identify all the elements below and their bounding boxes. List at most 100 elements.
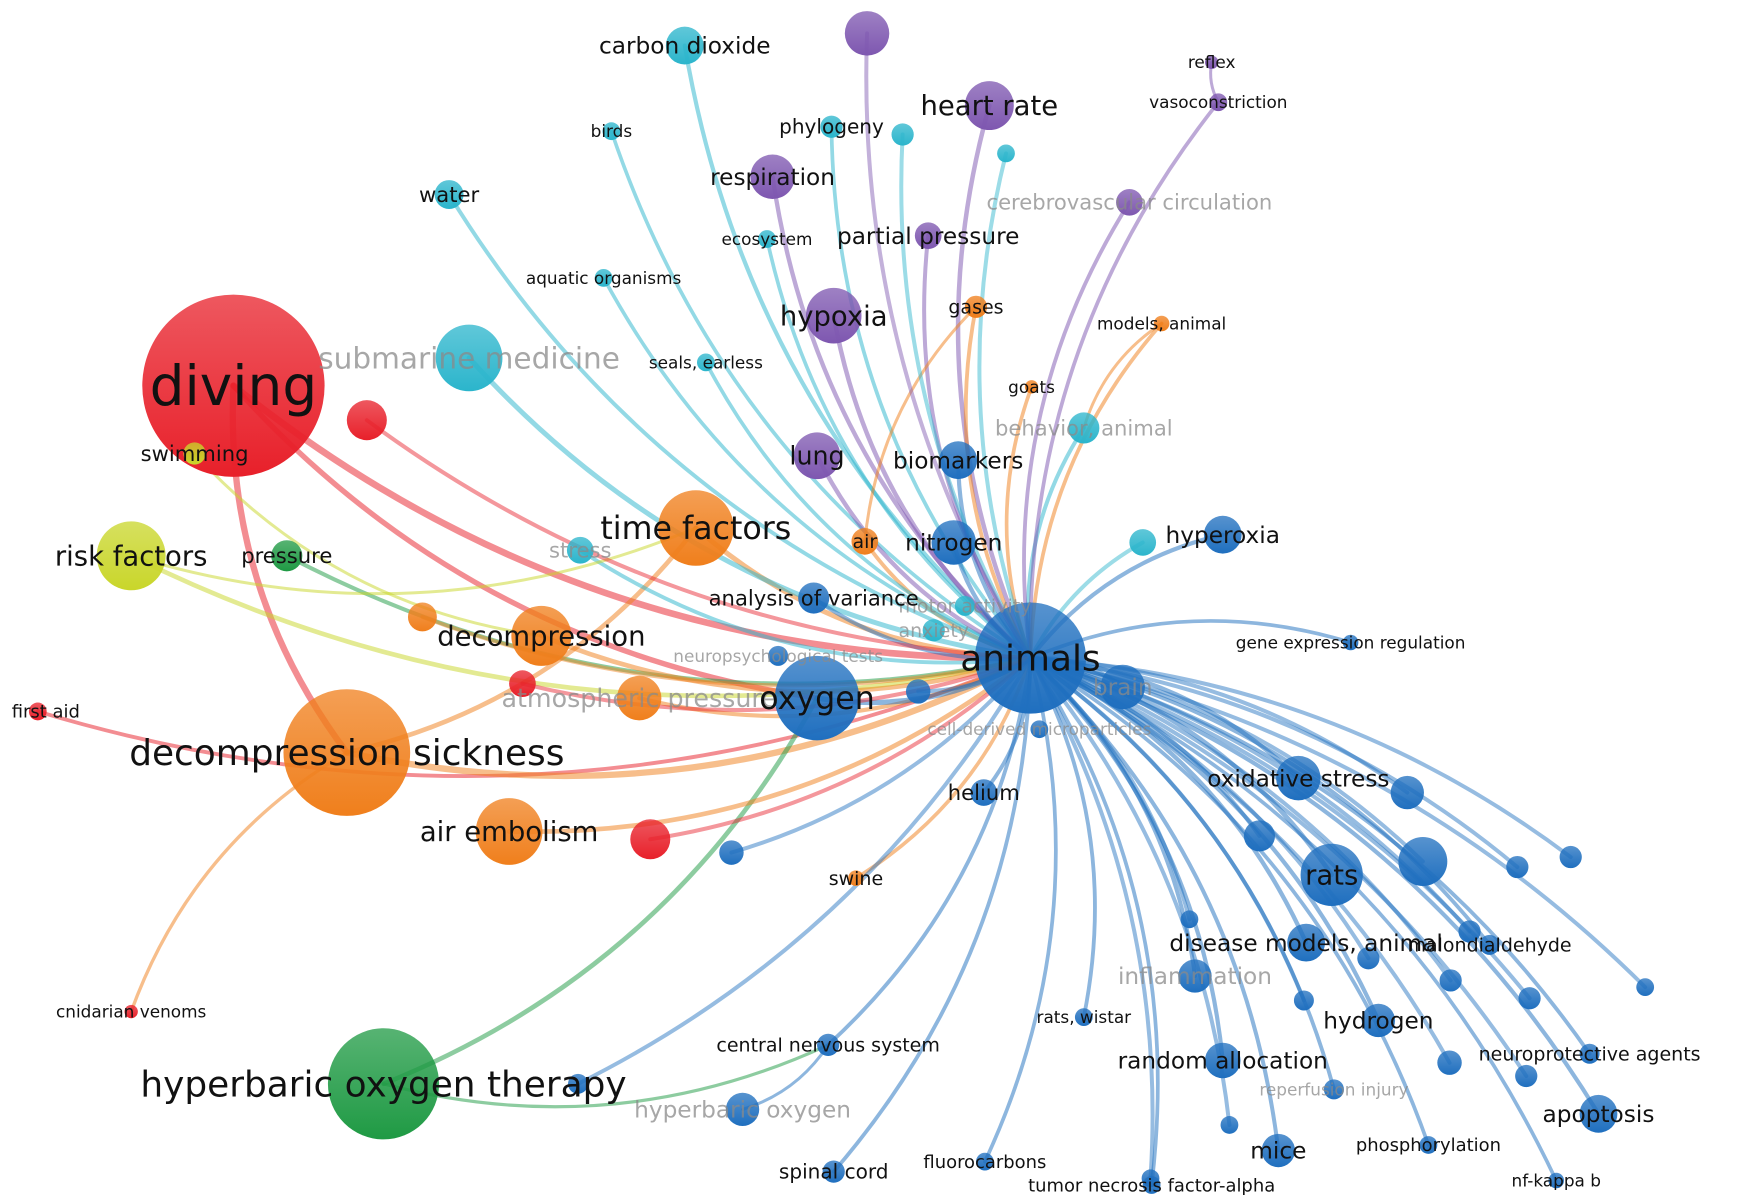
node-inflammation[interactable]	[1178, 959, 1212, 993]
unlabeled-node[interactable]	[844, 11, 890, 56]
node-reperfusion-injury[interactable]	[1323, 1079, 1344, 1100]
node-biomarkers[interactable]	[939, 441, 978, 480]
unlabeled-node[interactable]	[1437, 1050, 1462, 1075]
unlabeled-node[interactable]	[905, 679, 931, 704]
node-respiration[interactable]	[750, 154, 795, 199]
node-central-nervous-system[interactable]	[817, 1033, 840, 1057]
node-spinal-cord[interactable]	[822, 1160, 845, 1183]
node-analysis-of-variance[interactable]	[798, 582, 830, 614]
node-rats[interactable]	[1300, 843, 1363, 906]
unlabeled-node[interactable]	[1357, 947, 1380, 970]
edge-phosphorylation-animals	[1028, 656, 1431, 1147]
node-gases[interactable]	[964, 295, 988, 318]
node-mice[interactable]	[1261, 1133, 1296, 1168]
node-aquatic-organisms[interactable]	[594, 269, 613, 287]
node-stress[interactable]	[566, 536, 594, 564]
node-disease-models-animal[interactable]	[1287, 923, 1326, 962]
node-hyperbaric-oxygen-therapy[interactable]	[327, 1028, 440, 1140]
node-rats-wistar[interactable]	[1074, 1008, 1093, 1027]
node-oxidative-stress[interactable]	[1276, 755, 1321, 801]
unlabeled-node[interactable]	[568, 1073, 589, 1094]
node-vasoconstriction[interactable]	[1209, 93, 1228, 112]
node-helium[interactable]	[970, 779, 998, 806]
node-risk-factors[interactable]	[96, 521, 166, 591]
unlabeled-node[interactable]	[1458, 920, 1481, 943]
unlabeled-node[interactable]	[1439, 969, 1462, 992]
node-pressure[interactable]	[271, 540, 303, 572]
node-submarine-medicine[interactable]	[435, 324, 503, 392]
node-atmospheric-pressure[interactable]	[616, 675, 662, 721]
unlabeled-node[interactable]	[1293, 990, 1314, 1011]
node-malondialdehyde[interactable]	[1479, 934, 1500, 955]
unlabeled-node[interactable]	[1515, 1064, 1538, 1088]
unlabeled-node[interactable]	[719, 840, 744, 865]
node-hypoxia[interactable]	[805, 287, 862, 344]
node-cerebrovascular-circulation[interactable]	[1116, 188, 1143, 216]
node-reflex[interactable]	[1204, 55, 1219, 69]
node-heart-rate[interactable]	[964, 81, 1014, 131]
unlabeled-node[interactable]	[1559, 845, 1582, 869]
node-water[interactable]	[434, 180, 464, 209]
node-nitrogen[interactable]	[931, 520, 976, 565]
node-time-factors[interactable]	[658, 490, 734, 566]
unlabeled-node[interactable]	[1518, 987, 1541, 1010]
node-oxygen[interactable]	[774, 655, 860, 741]
unlabeled-node[interactable]	[346, 400, 387, 441]
node-models-animal[interactable]	[1153, 315, 1170, 332]
label-partial-pressure: partial pressure	[837, 223, 1019, 250]
unlabeled-node[interactable]	[1506, 855, 1529, 879]
node-air[interactable]	[851, 528, 879, 555]
unlabeled-node[interactable]	[1398, 837, 1448, 886]
node-seals-earless[interactable]	[696, 353, 715, 372]
node-cell-derived-microparticles[interactable]	[1030, 720, 1049, 739]
unlabeled-node[interactable]	[1243, 820, 1276, 852]
node-animals[interactable]	[974, 602, 1087, 714]
node-goats[interactable]	[1024, 380, 1039, 394]
node-fluorocarbons[interactable]	[975, 1152, 994, 1171]
node-birds[interactable]	[602, 122, 621, 141]
node-random-allocation[interactable]	[1204, 1042, 1241, 1079]
node-phylogeny[interactable]	[820, 115, 843, 138]
node-hyperbaric-oxygen[interactable]	[725, 1092, 760, 1127]
unlabeled-node[interactable]	[630, 819, 671, 860]
node-hyperoxia[interactable]	[1203, 515, 1242, 554]
node-swine[interactable]	[848, 870, 864, 886]
node-partial-pressure[interactable]	[914, 222, 942, 250]
unlabeled-node[interactable]	[407, 602, 437, 632]
node-anxiety[interactable]	[922, 619, 945, 642]
node-lung[interactable]	[793, 432, 841, 480]
node-tumor-necrosis-factor-alpha[interactable]	[1142, 1176, 1161, 1194]
node-decompression[interactable]	[511, 605, 572, 666]
edge-air_embolism-animals	[506, 655, 1033, 835]
node-gene-expression-regulation[interactable]	[1342, 634, 1359, 651]
node-phosphorylation[interactable]	[1419, 1136, 1438, 1154]
label-cerebrovascular-circulation: cerebrovascular circulation	[986, 190, 1272, 215]
node-swimming[interactable]	[183, 442, 206, 465]
unlabeled-node[interactable]	[1180, 910, 1199, 929]
unlabeled-node[interactable]	[997, 144, 1015, 163]
label-swine: swine	[829, 868, 883, 890]
node-apoptosis[interactable]	[1579, 1094, 1618, 1133]
node-carbon-dioxide[interactable]	[665, 26, 704, 65]
node-neuroprotective-agents[interactable]	[1579, 1043, 1600, 1064]
node-decompression-sickness[interactable]	[283, 689, 411, 816]
node-motor-activity[interactable]	[954, 595, 975, 616]
node-brain[interactable]	[1100, 664, 1145, 710]
node-neuropsychological-tests[interactable]	[768, 645, 789, 666]
node-air-embolism[interactable]	[475, 798, 543, 865]
node-hydrogen[interactable]	[1361, 1003, 1396, 1038]
label-animals: animals	[960, 639, 1100, 680]
edge-birds-animals	[609, 129, 1033, 660]
node-nf-kappa-b[interactable]	[1548, 1172, 1565, 1189]
node-behavior-animal[interactable]	[1068, 412, 1100, 444]
unlabeled-node[interactable]	[1636, 978, 1655, 996]
node-ecosystem[interactable]	[758, 230, 776, 248]
node-diving[interactable]	[142, 294, 325, 477]
node-first-aid[interactable]	[28, 702, 47, 721]
node-cnidarian-venoms[interactable]	[124, 1004, 138, 1019]
unlabeled-node[interactable]	[509, 670, 536, 697]
unlabeled-node[interactable]	[891, 123, 914, 146]
unlabeled-node[interactable]	[1390, 775, 1424, 810]
unlabeled-node[interactable]	[1220, 1116, 1239, 1134]
unlabeled-node[interactable]	[1129, 529, 1157, 556]
